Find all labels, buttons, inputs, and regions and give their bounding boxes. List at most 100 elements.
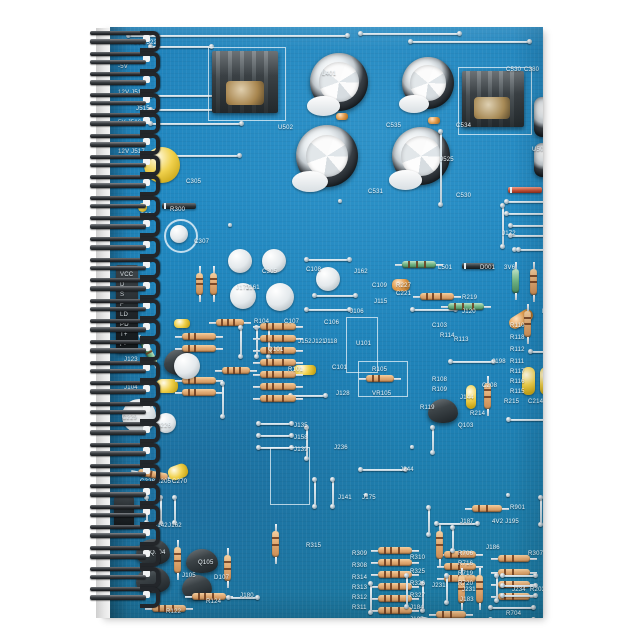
binding-punch-hole	[143, 364, 150, 372]
resistor-R111	[253, 359, 303, 366]
coil-wire-bend	[140, 298, 160, 320]
pcb-silk-label: J115	[374, 299, 388, 305]
coil-wire-bend	[140, 340, 160, 361]
binding-punch-hole	[143, 137, 150, 145]
coil-wire-back	[90, 92, 152, 97]
coil-wire-bend	[140, 504, 160, 526]
capacitor-C106	[266, 283, 294, 311]
pcb-silk-label: R116	[510, 379, 525, 385]
coil-wire-back	[90, 422, 152, 427]
capacitor-C530	[388, 127, 450, 190]
coil-wire-front	[90, 183, 146, 188]
spiral-wire-binding	[88, 27, 178, 618]
pcb-silk-label: R115	[510, 389, 525, 395]
pcb-trace-J180	[226, 595, 260, 600]
pcb-silk-label: 4V2 J195	[492, 519, 519, 525]
pcb-trace-J162	[304, 257, 352, 262]
pcb-silk-label: C305	[186, 179, 202, 185]
coil-wire-bend	[140, 463, 160, 485]
spiral-coil-loop	[88, 340, 166, 361]
pcb-silk-label: C214	[528, 399, 543, 405]
coil-wire-front	[90, 327, 146, 332]
pcb-silk-label: J161	[246, 285, 260, 291]
capacitor-C105	[228, 249, 252, 273]
pcb-silk-label: Q103	[458, 423, 474, 429]
resistor-R311	[371, 607, 419, 614]
coil-wire-front	[90, 409, 146, 415]
coil-wire-bend	[140, 401, 160, 423]
coil-wire-front	[90, 595, 146, 600]
pcb-trace-J198	[448, 359, 496, 364]
pcb-silk-label: J184	[410, 605, 424, 611]
spiral-coil-loop	[88, 381, 166, 403]
coil-wire-back	[90, 134, 152, 138]
pcb-silk-outline	[270, 447, 310, 505]
coil-wire-bend	[140, 134, 160, 155]
pcb-silk-label: R720	[458, 581, 474, 587]
binding-punch-hole	[143, 384, 150, 392]
coil-wire-back	[90, 195, 152, 200]
binding-punch-hole	[143, 570, 150, 578]
resistor-R314	[371, 571, 419, 578]
resistor-R215	[484, 376, 491, 416]
pcb-trace-J136	[504, 199, 543, 204]
coil-wire-back	[90, 401, 152, 406]
spiral-coil-loop	[88, 319, 166, 341]
solder-pad	[512, 247, 517, 252]
coil-wire-bend	[140, 237, 160, 258]
coil-wire-bend	[140, 51, 160, 73]
pcb-silk-label: J128	[336, 391, 350, 397]
pcb-trace-J236	[500, 593, 538, 598]
pcb-trace-J183	[420, 581, 425, 613]
coil-wire-bend	[140, 154, 160, 176]
pcb-silk-label: C208	[482, 383, 498, 389]
coil-wire-front	[90, 203, 146, 209]
coil-wire-front	[90, 471, 146, 477]
resistor-R118	[253, 335, 303, 342]
pcb-silk-label: R716	[458, 561, 474, 567]
pcb-silk-label: R203	[530, 587, 543, 593]
coil-wire-back	[90, 278, 152, 283]
resistor-R307	[436, 524, 443, 566]
pcb-silk-label: R118	[510, 335, 525, 341]
binding-punch-hole	[143, 343, 150, 351]
coil-wire-bend	[140, 525, 160, 547]
coil-wire-front	[90, 368, 146, 374]
pcb-trace	[500, 203, 505, 249]
binding-punch-hole	[143, 508, 150, 516]
pcb-silk-label: R309	[352, 551, 368, 557]
pcb-silk-label: R327	[410, 593, 426, 599]
pcb-silk-label: J244	[400, 467, 414, 473]
coil-wire-back	[90, 381, 152, 386]
spiral-coil-loop	[88, 257, 166, 279]
pcb-trace	[126, 33, 350, 38]
pcb-silk-label: C270	[172, 479, 188, 485]
via	[228, 223, 232, 227]
coil-wire-front	[90, 39, 146, 44]
pcb-silk-label: J180	[240, 593, 254, 599]
binding-punch-hole	[143, 590, 150, 598]
pcb-trace-J178	[506, 417, 543, 422]
pcb-silk-label: R122	[166, 609, 182, 615]
inductor-L501	[395, 261, 443, 268]
coil-wire-front	[90, 492, 146, 497]
resistor-R315	[272, 524, 279, 564]
resistor-R309	[371, 547, 419, 554]
coil-wire-bend	[140, 31, 160, 52]
pcb-silk-label: R307	[528, 551, 543, 557]
pcb-silk-label: J106	[350, 309, 364, 315]
binding-punch-hole	[143, 405, 150, 413]
pcb-silk-label: -5V	[118, 64, 128, 70]
capacitor-small	[336, 113, 348, 120]
spiral-coil-loop	[88, 51, 166, 73]
pcb-trace-J121	[254, 325, 259, 359]
pcb-silk-label: R104	[254, 319, 270, 325]
pcb-silk-label: J105	[182, 573, 196, 579]
pcb-silk-label: J121	[312, 339, 326, 345]
pcb-silk-label: U101	[356, 341, 372, 347]
resistor-D107	[224, 548, 231, 588]
binding-punch-hole	[143, 549, 150, 557]
pcb-silk-label: C106	[324, 320, 340, 326]
pcb-silk-label: J141	[338, 495, 352, 501]
pcb-silk-label: R219	[462, 295, 478, 301]
